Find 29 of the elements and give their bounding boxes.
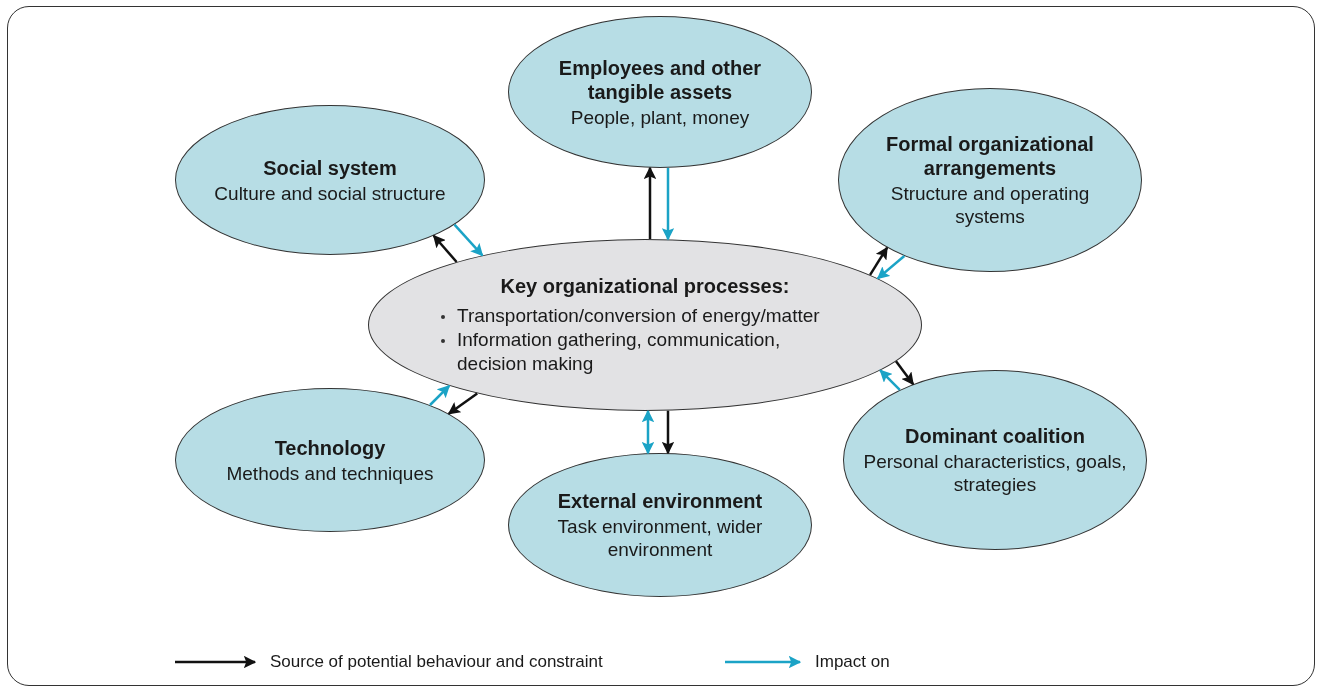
node-heading: Technology bbox=[274, 435, 386, 460]
node-heading: Key organizational processes: bbox=[500, 274, 790, 298]
arrow bbox=[661, 167, 675, 241]
arrow bbox=[643, 166, 657, 239]
arrow bbox=[661, 410, 675, 455]
arrow bbox=[641, 409, 655, 455]
node-heading: Formal organizational arrangements bbox=[885, 132, 1095, 180]
node-description: Methods and techniques bbox=[226, 461, 434, 485]
node-description: Personal characteristics, goals, strategies bbox=[862, 450, 1128, 496]
bullet-item: Information gathering, communication, decision making bbox=[435, 328, 855, 376]
node-description: Task environment, wider environment bbox=[556, 515, 764, 561]
node-heading: Dominant coalition bbox=[905, 424, 1085, 448]
arrow bbox=[895, 360, 915, 386]
arrow bbox=[429, 384, 451, 406]
node-heading: Social system bbox=[263, 155, 397, 180]
node-description: Culture and social structure bbox=[214, 181, 446, 205]
arrow bbox=[879, 369, 901, 391]
node-heading: External environment bbox=[557, 489, 763, 513]
arrow bbox=[876, 255, 906, 280]
arrow bbox=[447, 392, 478, 415]
arrow bbox=[453, 223, 484, 257]
node-description: People, plant, money bbox=[570, 105, 750, 129]
node-description: Structure and operating systems bbox=[889, 182, 1091, 228]
arrow bbox=[432, 234, 458, 263]
arrow bbox=[869, 246, 889, 276]
bullet-item: Transportation/conversion of energy/matter bbox=[435, 304, 855, 328]
legend-label: Source of potential behaviour and constraint bbox=[270, 652, 603, 672]
node-heading: Employees and other tangible assets bbox=[557, 55, 763, 104]
legend-label: Impact on bbox=[815, 652, 890, 672]
